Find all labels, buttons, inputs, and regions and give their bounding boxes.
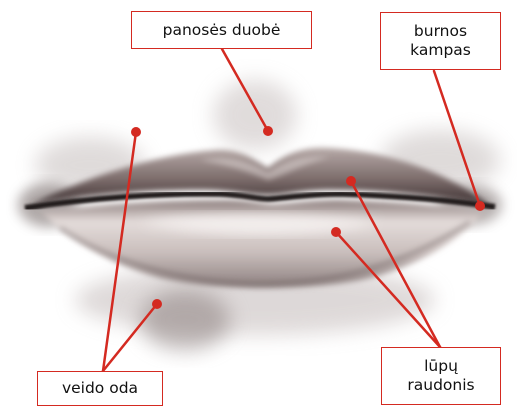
label-philtrum-text: panosės duobė [163,21,281,40]
label-lip-vermilion-text: lūpų raudonis [401,357,481,395]
label-facial-skin-text: veido oda [62,379,138,398]
dot-facial-skin-lower [152,299,162,309]
label-lip-vermilion: lūpų raudonis [381,347,501,405]
label-mouth-corner-text: burnos kampas [401,22,481,60]
dot-lip-vermilion-upper [346,176,356,186]
label-facial-skin: veido oda [37,371,163,406]
dot-philtrum [263,126,273,136]
dot-facial-skin-upper [131,127,141,137]
dot-mouth-corner [475,201,485,211]
dot-lip-vermilion-lower [331,227,341,237]
lower-lip-shape [40,200,485,288]
label-philtrum: panosės duobė [131,11,312,49]
label-mouth-corner: burnos kampas [380,12,501,70]
